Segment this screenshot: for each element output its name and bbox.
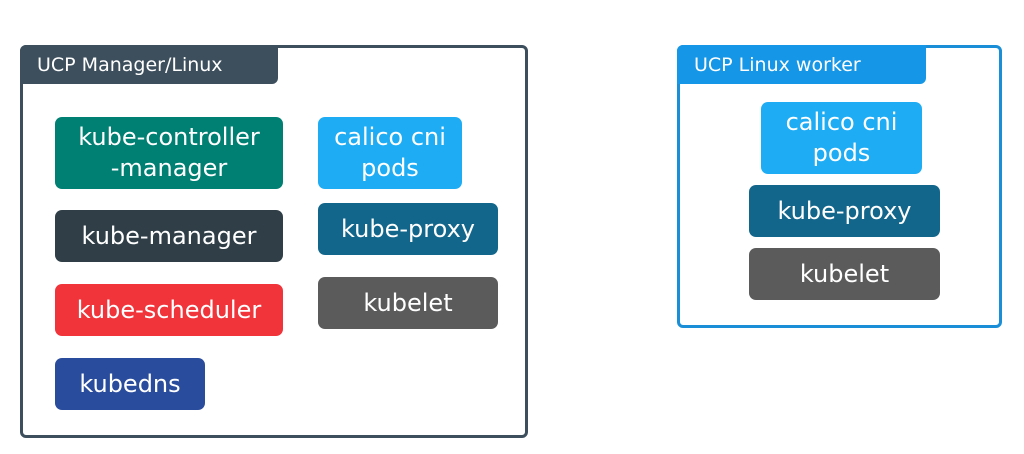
ucp-linux-worker-panel: UCP Linux worker calico cni pods kube-pr…: [677, 45, 1002, 328]
ucp-manager-linux-panel: UCP Manager/Linux kube-controller -manag…: [20, 45, 528, 438]
worker-calico-cni-pods-box: calico cni pods: [761, 102, 922, 174]
kube-scheduler-box: kube-scheduler: [55, 284, 283, 336]
manager-kube-proxy-box: kube-proxy: [318, 203, 498, 255]
worker-kube-proxy-box: kube-proxy: [749, 185, 940, 237]
worker-panel-title: UCP Linux worker: [677, 45, 926, 84]
manager-kubelet-box: kubelet: [318, 277, 498, 329]
manager-panel-title: UCP Manager/Linux: [20, 45, 278, 84]
kube-controller-manager-box: kube-controller -manager: [55, 117, 283, 189]
kubedns-box: kubedns: [55, 358, 205, 410]
kube-manager-box: kube-manager: [55, 210, 283, 262]
worker-kubelet-box: kubelet: [749, 248, 940, 300]
manager-calico-cni-pods-box: calico cni pods: [318, 117, 462, 189]
